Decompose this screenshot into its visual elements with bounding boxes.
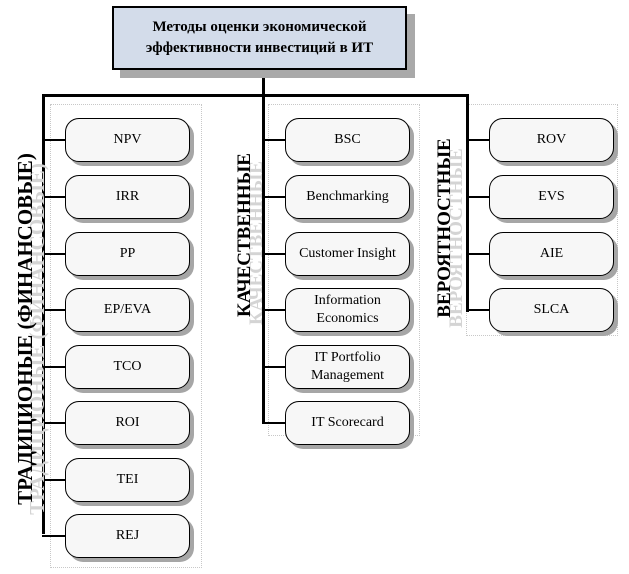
method-node-probabilistic: SLCA	[489, 288, 614, 332]
diagram-title-line2: эффективности инвестиций в ИТ	[145, 40, 374, 56]
method-node-qualitative: IT Scorecard	[285, 401, 410, 445]
method-node-traditional: PP	[65, 232, 190, 276]
connector-col1-vertical	[42, 94, 45, 534]
method-label: ROV	[536, 132, 567, 147]
method-label: Management	[310, 368, 385, 383]
diagram-title-box: Методы оценки экономической эффективност…	[112, 6, 407, 70]
group-label-probabilistic: ВЕРОЯТНОСТНЫЕ	[434, 138, 455, 318]
method-label: TCO	[113, 359, 142, 374]
method-label: EVS	[538, 189, 565, 204]
connector-branch-qualitative-4	[262, 366, 285, 368]
method-node-qualitative: BSC	[285, 118, 410, 162]
connector-branch-probabilistic-0	[466, 139, 489, 141]
method-label: Economics	[316, 311, 379, 326]
group-frame-traditional	[50, 104, 202, 568]
connector-branch-traditional-3	[42, 309, 65, 311]
connector-branch-qualitative-3	[262, 309, 285, 311]
connector-branch-traditional-0	[42, 139, 65, 141]
connector-branch-traditional-4	[42, 366, 65, 368]
connector-branch-traditional-6	[42, 479, 65, 481]
method-label: ROI	[115, 415, 140, 430]
connector-branch-probabilistic-1	[466, 196, 489, 198]
connector-branch-traditional-7	[42, 535, 65, 537]
connector-branch-qualitative-2	[262, 253, 285, 255]
connector-branch-qualitative-1	[262, 196, 285, 198]
method-label: BSC	[334, 132, 361, 147]
method-node-traditional: IRR	[65, 175, 190, 219]
connector-branch-traditional-2	[42, 253, 65, 255]
method-node-traditional: TCO	[65, 345, 190, 389]
method-label: Information	[314, 293, 381, 308]
group-label-qualitative: КАЧЕСТВЕННЫЕ	[234, 153, 255, 317]
connector-col3-vertical	[466, 94, 469, 312]
method-label: REJ	[115, 528, 140, 543]
connector-branch-traditional-5	[42, 422, 65, 424]
connector-branch-traditional-1	[42, 196, 65, 198]
method-node-qualitative: Benchmarking	[285, 175, 410, 219]
method-label: AIE	[539, 246, 564, 261]
method-label: TEI	[116, 472, 139, 487]
method-label: Benchmarking	[306, 189, 389, 204]
diagram-title-line1: Методы оценки экономической	[152, 19, 367, 35]
method-node-qualitative: Customer Insight	[285, 232, 410, 276]
method-node-traditional: NPV	[65, 118, 190, 162]
group-label-traditional: ТРАДИЦИОНЫЕ (ФИНАНСОВЫЕ)	[13, 153, 37, 505]
method-node-traditional: ROI	[65, 401, 190, 445]
connector-main-horizontal	[42, 94, 468, 97]
method-label: IRR	[115, 189, 140, 204]
method-label: Customer Insight	[299, 246, 396, 261]
method-node-traditional: TEI	[65, 458, 190, 502]
method-label: IT Portfolio	[314, 350, 381, 365]
connector-branch-probabilistic-2	[466, 253, 489, 255]
method-node-probabilistic: EVS	[489, 175, 614, 219]
method-label: NPV	[113, 132, 142, 147]
connector-title-stem	[262, 70, 265, 96]
connector-col2-vertical	[262, 94, 265, 424]
method-node-probabilistic: ROV	[489, 118, 614, 162]
method-node-probabilistic: AIE	[489, 232, 614, 276]
method-label: SLCA	[533, 302, 570, 317]
connector-branch-qualitative-0	[262, 139, 285, 141]
method-node-traditional: REJ	[65, 514, 190, 558]
connector-branch-qualitative-5	[262, 422, 285, 424]
method-label: IT Scorecard	[311, 415, 384, 430]
connector-branch-probabilistic-3	[466, 309, 489, 311]
method-label: PP	[119, 246, 136, 261]
method-label: EP/EVA	[103, 302, 152, 317]
method-node-traditional: EP/EVA	[65, 288, 190, 332]
